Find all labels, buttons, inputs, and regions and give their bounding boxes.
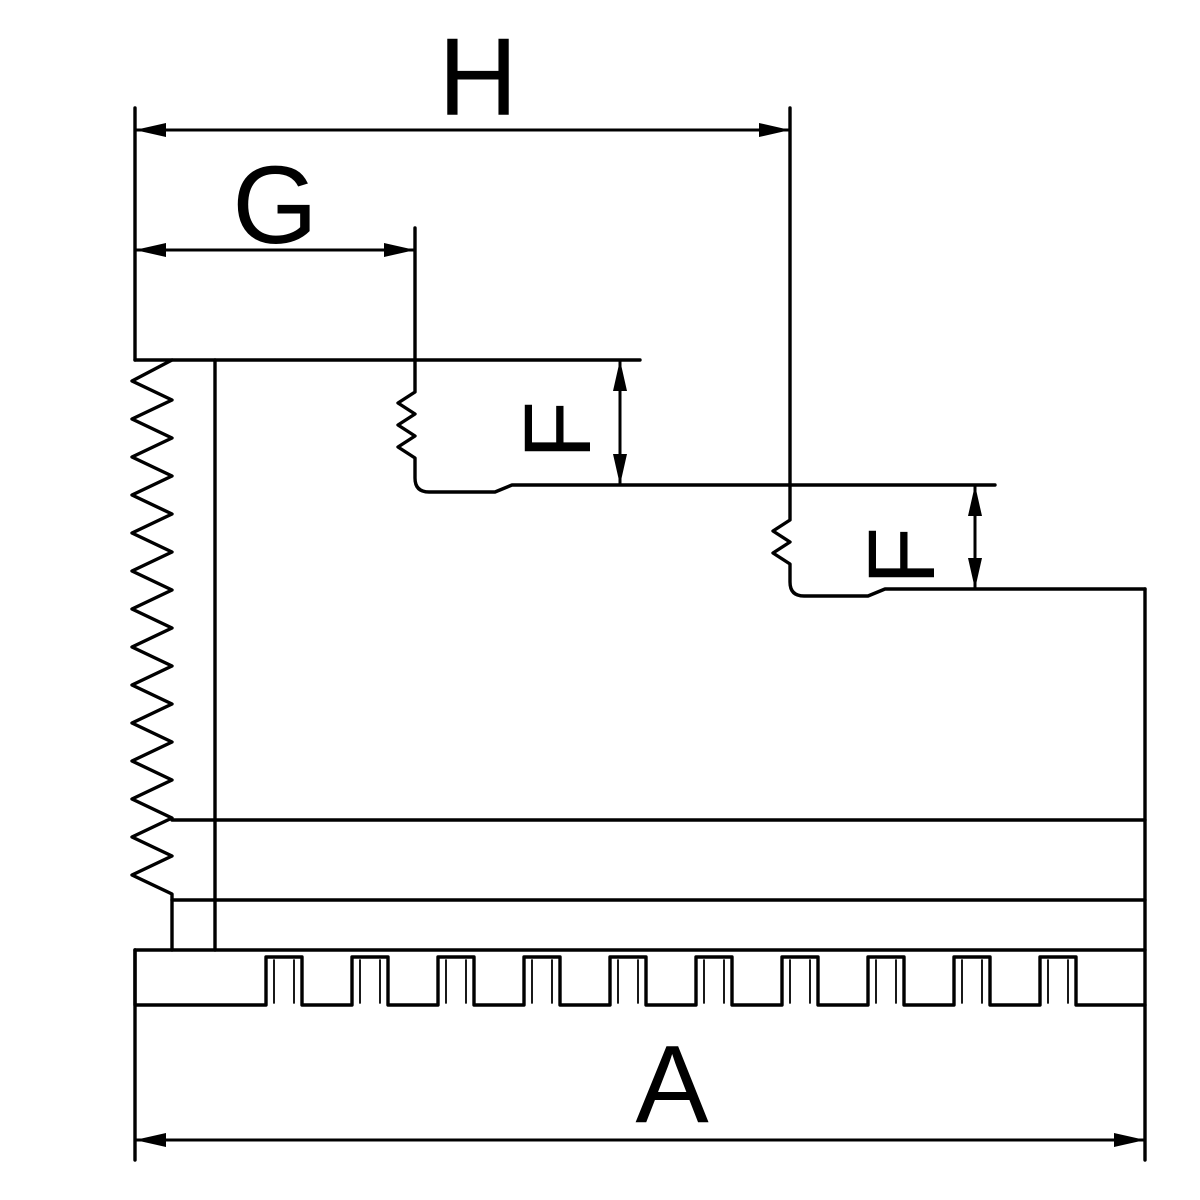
jaw-profile [130,106,1147,1162]
dimension-lines [133,128,1147,1142]
arrow-left-icon [135,1133,166,1147]
dimension-labels: H G F F A [232,16,955,1146]
arrow-left-icon [135,123,166,137]
dim-label-g: G [232,144,318,267]
arrow-up-icon [613,360,627,391]
second-step-edge [771,106,1147,598]
first-step-edge [396,226,997,494]
dim-label-a: A [635,1023,709,1146]
arrow-right-icon [384,243,415,257]
bottom-serrations [133,948,1147,1007]
arrow-up-icon [968,485,982,516]
dim-label-f-upper: F [505,401,611,459]
arrow-down-icon [968,558,982,589]
dim-label-f-lower: F [849,527,955,585]
arrow-right-icon [1114,1133,1145,1147]
dimension-arrowheads [135,123,1145,1147]
serration-inner-lines [273,959,1069,1004]
arrow-left-icon [135,243,166,257]
arrow-right-icon [759,123,790,137]
arrow-down-icon [613,454,627,485]
dim-label-h: H [438,16,517,139]
serrated-left-edge [130,358,174,952]
